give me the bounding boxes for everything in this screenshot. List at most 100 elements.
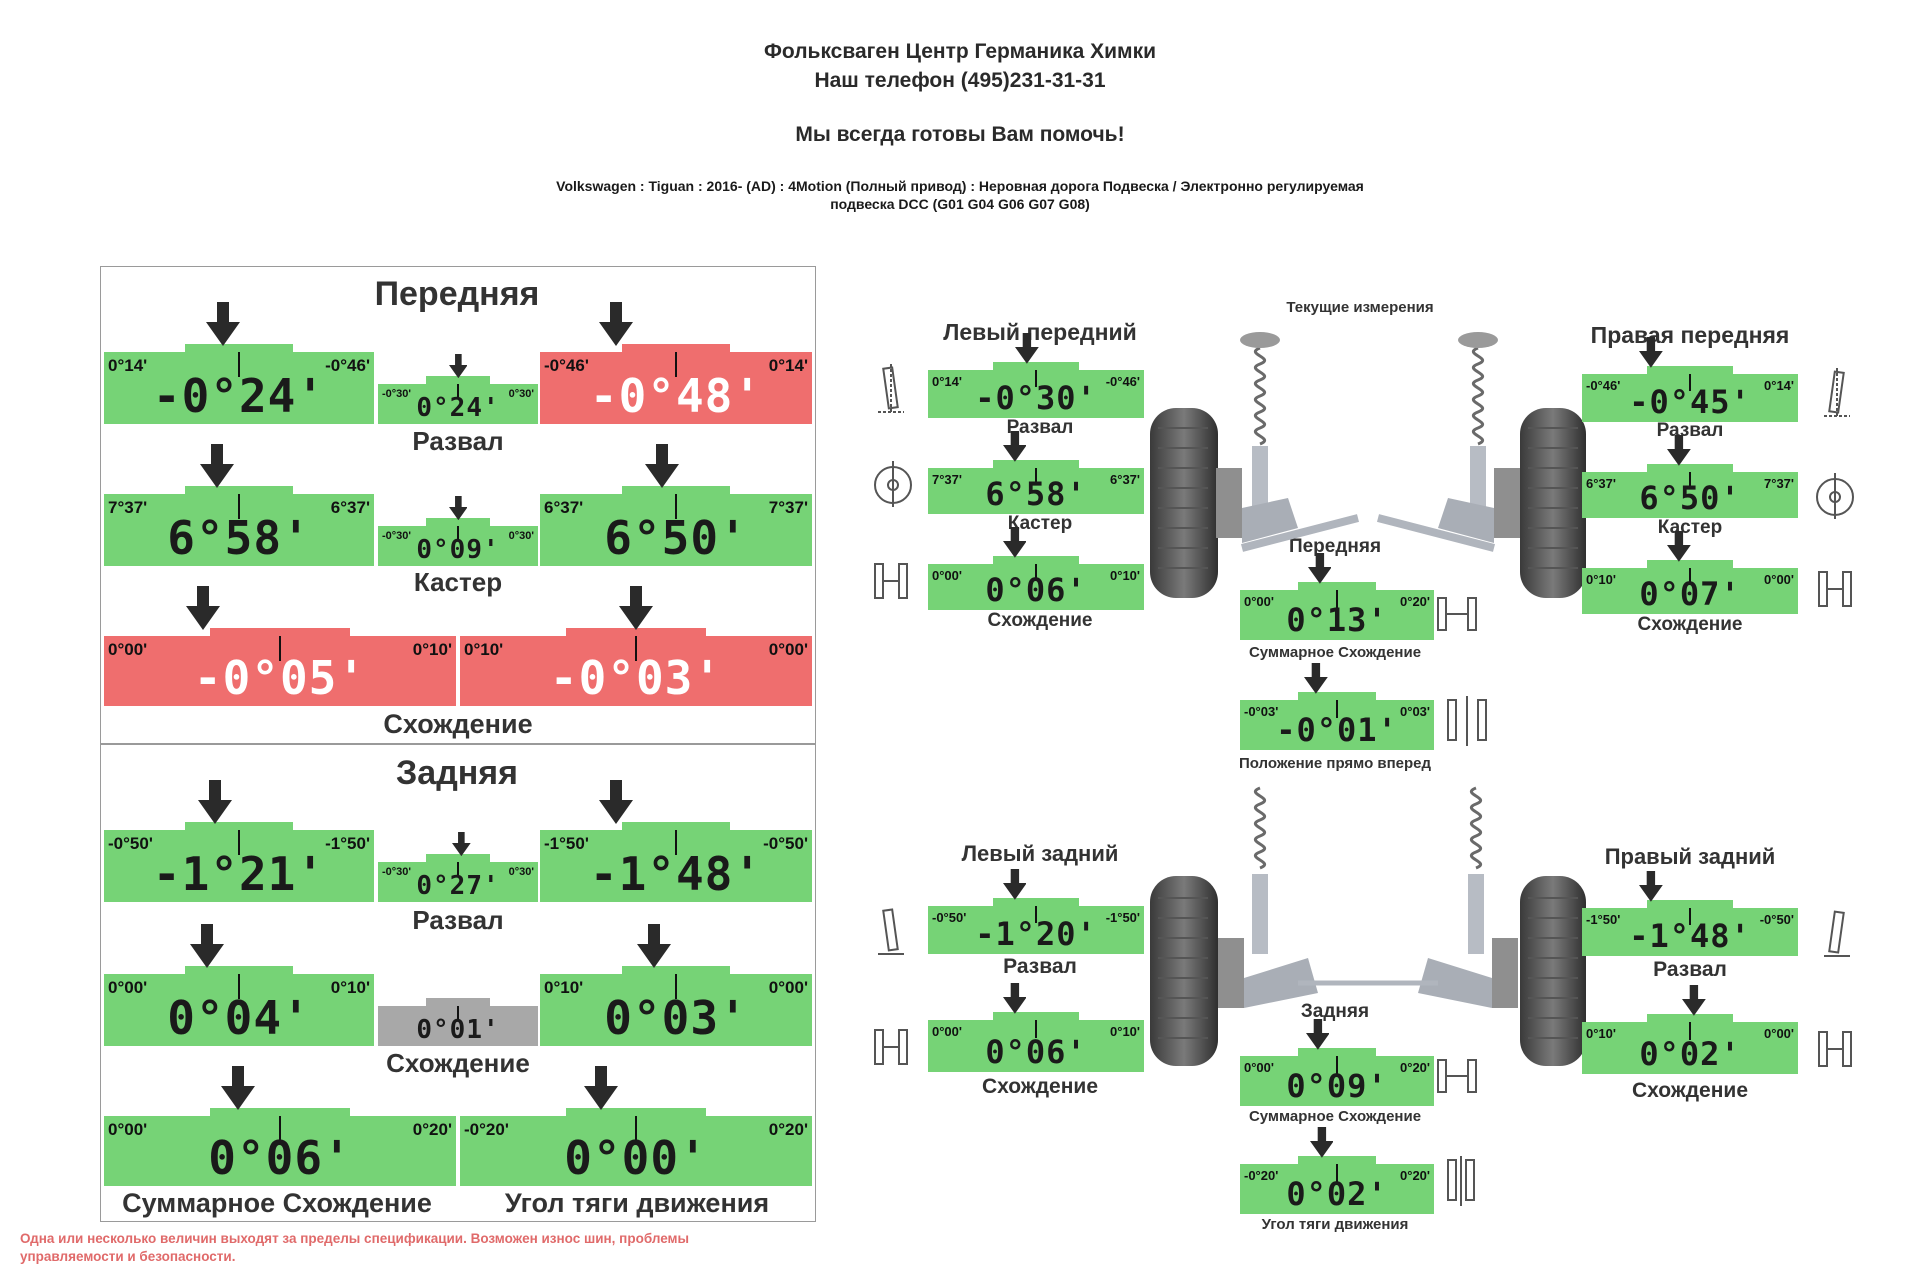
- range-max-label: 0°10': [1110, 1024, 1140, 1039]
- fl-caster-gauge-arrow: [1002, 431, 1027, 462]
- rear-section-title: Задняя: [395, 754, 518, 792]
- camber-icon: [878, 908, 904, 955]
- measured-value: 6°50': [604, 510, 748, 565]
- fl-camber-gauge: 0°14'-0°46'-0°30': [928, 362, 1144, 418]
- tolerance-step: [621, 822, 731, 831]
- tolerance-step: [1646, 464, 1734, 473]
- tolerance-step: [426, 518, 490, 527]
- gauge-needle: [1035, 1020, 1037, 1039]
- front-toe-left-gauge-arrow: [185, 586, 220, 630]
- camber-icon: [1824, 910, 1850, 957]
- fl-toe-label: Схождение: [987, 610, 1093, 631]
- rear-total-toe-label: Суммарное Схождение: [122, 1188, 432, 1218]
- range-min-label: -0°03': [1244, 704, 1279, 719]
- measured-value: -0°45': [1629, 383, 1751, 422]
- gauge-needle: [1689, 1022, 1691, 1041]
- tolerance-step: [565, 628, 707, 637]
- front-center-title: Передняя: [1288, 536, 1382, 557]
- header-dealer-name: Фольксваген Центр Германика Химки: [763, 40, 1157, 63]
- fl-camber-gauge-arrow: [1015, 333, 1040, 364]
- front-caster-label: Кастер: [413, 567, 503, 597]
- rear-left-title: Левый задний: [961, 841, 1119, 866]
- measured-value: -1°48': [1629, 917, 1751, 956]
- rear-center-title: Задняя: [1300, 1001, 1370, 1022]
- range-min-label: -0°50': [932, 910, 967, 925]
- measured-value: 6°58': [985, 475, 1087, 514]
- measured-value: 0°06': [208, 1130, 352, 1185]
- range-min-label: 0°10': [1586, 1026, 1616, 1041]
- front-caster-cross-gauge-arrow: [448, 495, 468, 520]
- gauge-needle: [635, 636, 637, 661]
- range-min-label: 0°00': [1244, 594, 1274, 609]
- gauge-needle: [1035, 906, 1037, 923]
- range-min-label: 0°10': [544, 978, 584, 997]
- f-total-toe-label: Суммарное Схождение: [1248, 644, 1422, 661]
- gauge-needle: [675, 974, 677, 1000]
- gauge-needle: [457, 526, 459, 540]
- rear-thrust-label: Угол тяги движения: [504, 1188, 770, 1218]
- tolerance-step: [621, 966, 731, 975]
- range-min-label: 0°14': [932, 374, 962, 389]
- caster-icon: [1816, 473, 1854, 519]
- rear-thrust-current-gauge: -0°20'0°20'0°02': [1240, 1156, 1434, 1214]
- range-max-label: 0°00': [768, 978, 808, 997]
- measured-value: 6°58': [167, 510, 311, 565]
- r-total-toe-label: Суммарное Схождение: [1248, 1108, 1422, 1125]
- rl-toe-gauge: 0°00'0°10'0°06': [928, 1012, 1144, 1072]
- gauge-needle: [457, 862, 459, 876]
- range-min-label: 0°14': [108, 356, 148, 375]
- tolerance-step: [1646, 366, 1734, 375]
- front-caster-right-gauge: 6°37'7°37'6°50': [540, 486, 812, 566]
- range-max-label: 0°20': [412, 1120, 452, 1139]
- rr-toe-label: Схождение: [1631, 1079, 1749, 1102]
- rl-camber-label: Развал: [1003, 955, 1077, 978]
- measured-value: 0°06': [985, 571, 1087, 610]
- fr-toe-gauge-arrow: [1667, 531, 1692, 562]
- header-phone: Наш телефон (495)231-31-31: [814, 69, 1106, 92]
- front-camber-left-gauge-arrow: [205, 302, 240, 346]
- warning-note-line-1: Одна или несколько величин выходят за пр…: [20, 1231, 690, 1246]
- range-max-label: 0°00': [768, 640, 808, 659]
- rear-camber-left-gauge: -0°50'-1°50'-1°21': [104, 822, 374, 902]
- caster-icon: [874, 461, 912, 507]
- front-caster-left-gauge: 7°37'6°37'6°58': [104, 486, 374, 566]
- rear-total-toe-current-gauge-arrow: [1305, 1019, 1330, 1050]
- range-min-label: 6°37': [1586, 476, 1616, 491]
- rear-toe-right-gauge-arrow: [637, 924, 672, 968]
- measured-value: 0°24': [416, 393, 500, 424]
- range-max-label: 0°10': [330, 978, 370, 997]
- gauge-needle: [238, 352, 240, 378]
- rear-right-title: Правый задний: [1604, 844, 1776, 869]
- range-min-label: 0°00': [108, 978, 148, 997]
- measured-value: 0°09': [416, 535, 500, 566]
- gauge-needle: [675, 352, 677, 378]
- rr-camber-gauge: -1°50'-0°50'-1°48': [1582, 900, 1798, 956]
- rear-camber-cross-gauge-arrow: [451, 831, 471, 856]
- camber-icon: [878, 364, 904, 414]
- range-min-label: -0°46': [1586, 378, 1621, 393]
- rl-camber-gauge-arrow: [1002, 869, 1027, 900]
- measured-value: 0°01': [416, 1015, 500, 1046]
- rear-toe-left-gauge-arrow: [189, 924, 224, 968]
- tolerance-step: [185, 822, 293, 831]
- gauge-needle: [238, 974, 240, 1000]
- tolerance-step: [621, 486, 731, 495]
- front-section-title: Передняя: [374, 275, 540, 313]
- range-min-label: 7°37': [932, 472, 962, 487]
- gauge-needle: [635, 1116, 637, 1141]
- current-measurements-title: Текущие измерения: [1286, 299, 1434, 316]
- tolerance-step: [185, 344, 293, 353]
- tolerance-step: [565, 1108, 707, 1117]
- r-thrust-label: Угол тяги движения: [1261, 1216, 1409, 1233]
- rear-toe-right-gauge: 0°10'0°00'0°03': [540, 966, 812, 1046]
- gauge-needle: [279, 636, 281, 661]
- range-min-label: -0°50': [108, 834, 153, 853]
- front-caster-right-gauge-arrow: [645, 444, 680, 488]
- measured-value: -0°03': [549, 650, 723, 705]
- vehicle-spec-line-2: подвеска DCC (G01 G04 G06 G07 G08): [830, 196, 1090, 212]
- gauge-needle: [1689, 472, 1691, 489]
- range-min-label: -0°20': [464, 1120, 509, 1139]
- total-toe-icon: [1437, 597, 1477, 631]
- range-min-label: -1°50': [544, 834, 589, 853]
- measured-value: -0°05': [193, 650, 367, 705]
